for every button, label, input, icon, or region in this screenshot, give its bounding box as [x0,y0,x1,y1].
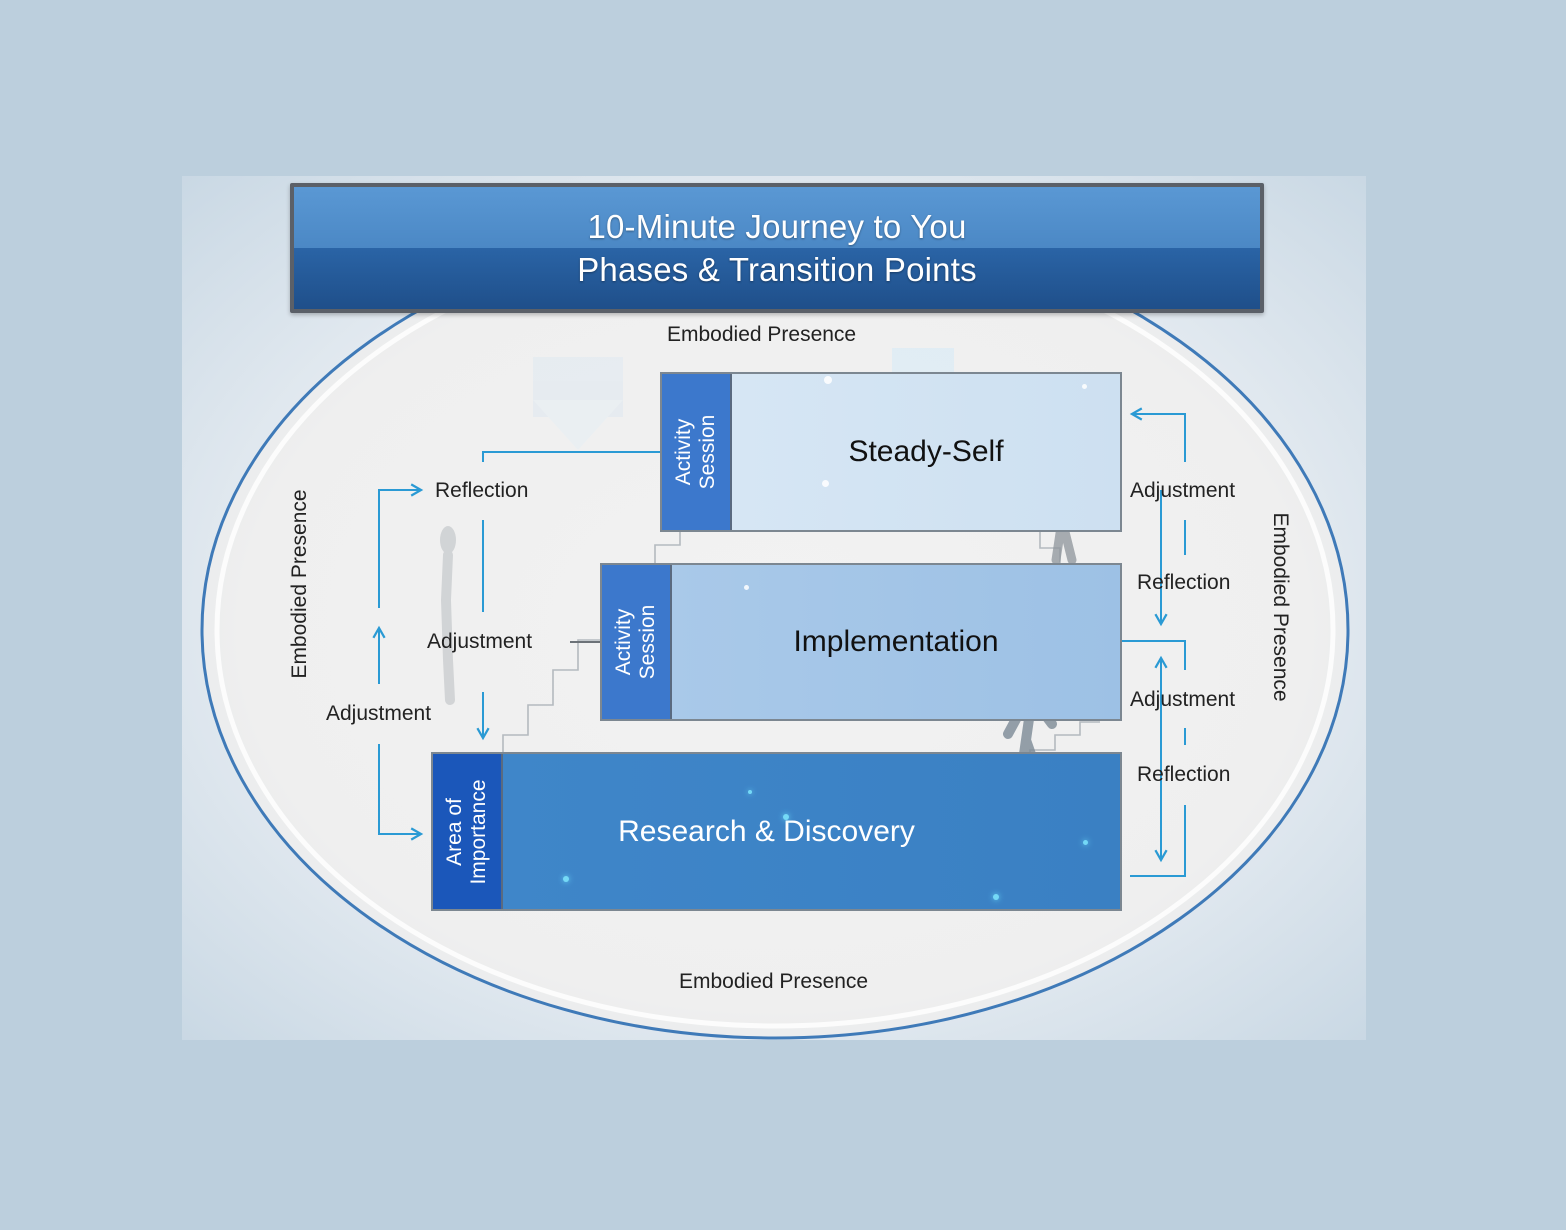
tab-label-line-2: Importance [467,778,490,885]
phase-name: Implementation [793,625,999,658]
embodied-presence-bottom: Embodied Presence [679,970,869,993]
title-line-1: 10-Minute Journey to You [587,208,967,245]
standing-figure-icon [440,526,456,705]
right-reflection-2-label: Reflection [1137,763,1231,786]
right-adjustment-1-label: Adjustment [1130,479,1236,502]
title-banner: 10-Minute Journey to You Phases & Transi… [290,183,1264,313]
right-reflection-1-label: Reflection [1137,571,1231,594]
phase-name: Steady-Self [848,435,1004,468]
embodied-presence-top: Embodied Presence [667,323,857,346]
left-reflection-label: Reflection [435,479,529,502]
tab-label-line-2: Session [636,604,659,680]
embodied-presence-right: Embodied Presence [1269,512,1292,702]
right-adjustment-2-label: Adjustment [1130,688,1236,711]
left-transition-arrows [372,451,660,841]
right-transition-arrows [1122,407,1186,877]
tab-label-line-1: Area of [443,797,466,866]
left-outer-adjustment-label: Adjustment [326,702,432,725]
tab-label-line-1: Activity [612,608,635,676]
tab-label-line-2: Session [696,414,719,490]
left-inner-adjustment-label: Adjustment [427,630,533,653]
tab-label-line-1: Activity [672,418,695,486]
phase-name: Research & Discovery [618,814,915,848]
title-line-2: Phases & Transition Points [577,251,977,288]
embodied-presence-left: Embodied Presence [288,489,311,679]
